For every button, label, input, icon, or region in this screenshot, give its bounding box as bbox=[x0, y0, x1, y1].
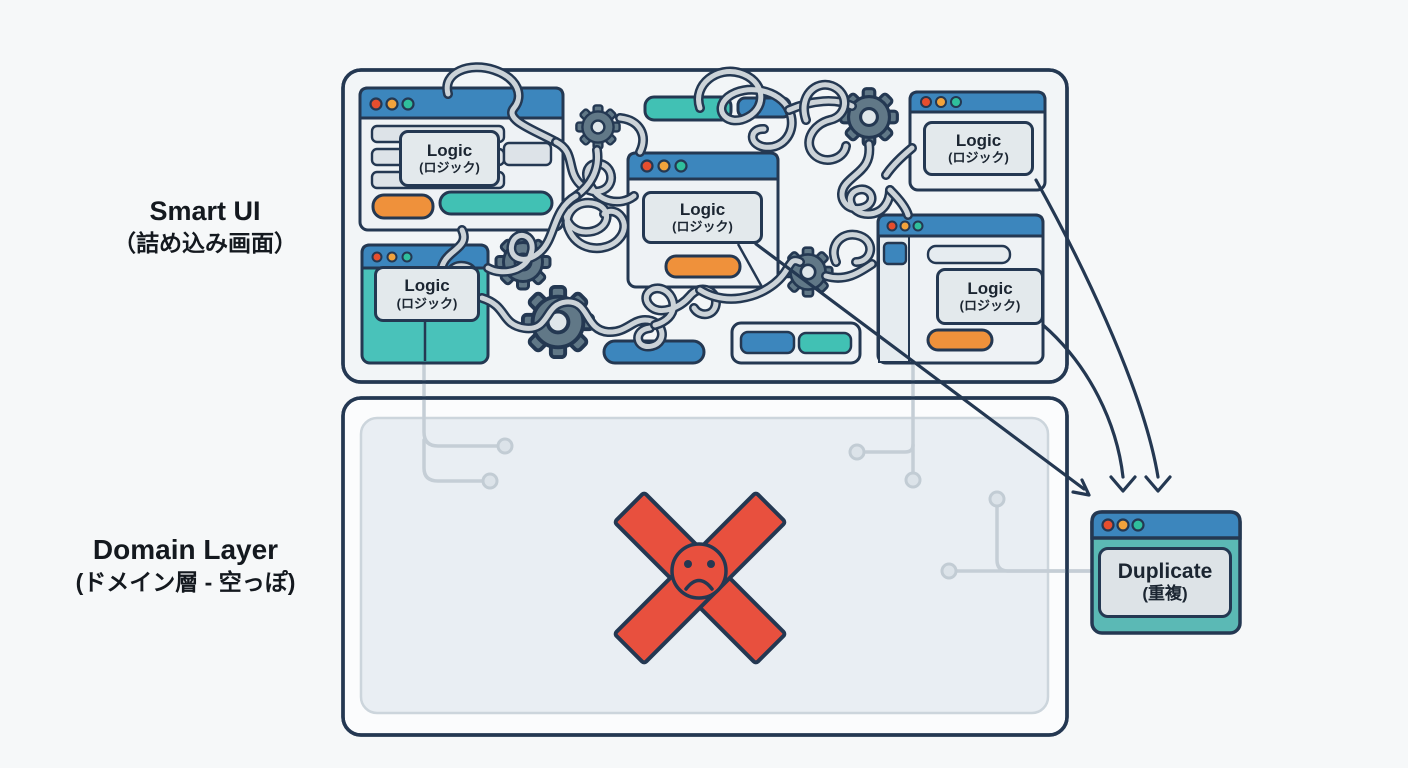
x-mark-icon bbox=[613, 491, 787, 665]
arrowhead bbox=[1109, 475, 1137, 493]
window-traffic-dots bbox=[640, 159, 688, 173]
logic-subtitle: (ロジック) bbox=[959, 298, 1021, 314]
logic-title: Logic bbox=[955, 130, 1002, 150]
gear-icon bbox=[520, 284, 596, 360]
domain-layer-subtitle: (ドメイン層 - 空っぽ) bbox=[75, 569, 296, 596]
floating-widgets bbox=[602, 95, 862, 365]
logic-subtitle: (ロジック) bbox=[419, 160, 480, 176]
button-pill-orange bbox=[371, 193, 435, 220]
window-traffic-dots bbox=[920, 96, 962, 108]
smart-ui-label: Smart UI （詰め込み画面） bbox=[55, 194, 355, 259]
dependency-arrow bbox=[1041, 323, 1125, 479]
logic-title: Logic bbox=[967, 278, 1013, 298]
trace-node bbox=[481, 472, 499, 490]
trace-node bbox=[904, 471, 922, 489]
trace-node bbox=[988, 490, 1006, 508]
arrowhead bbox=[1144, 475, 1172, 493]
duplicate-label-box: Duplicate (重複) bbox=[1098, 547, 1232, 618]
input-bar bbox=[926, 244, 1012, 265]
logic-label-box: Logic (ロジック) bbox=[399, 130, 500, 187]
callout-tail bbox=[736, 243, 764, 288]
window-titlebar bbox=[626, 151, 780, 181]
logic-title: Logic bbox=[679, 199, 726, 219]
smart-ui-title: Smart UI bbox=[149, 196, 261, 226]
trace-node bbox=[848, 443, 866, 461]
logic-subtitle: (ロジック) bbox=[672, 219, 733, 235]
arrowhead bbox=[1071, 478, 1091, 497]
logic-label-box: Logic (ロジック) bbox=[374, 266, 480, 322]
container-borders bbox=[341, 68, 1069, 737]
window-titlebar bbox=[1090, 510, 1242, 540]
button-pill-teal bbox=[643, 95, 733, 122]
gear-icon bbox=[575, 104, 621, 150]
button-group bbox=[730, 321, 862, 365]
duplicate-title: Duplicate bbox=[1117, 560, 1213, 584]
logic-subtitle: (ロジック) bbox=[396, 295, 458, 311]
logic-label-box: Logic (ロジック) bbox=[923, 121, 1034, 176]
dependency-arrow bbox=[1034, 178, 1160, 479]
duplicate-subtitle: (重複) bbox=[1142, 584, 1188, 604]
button-pill-teal bbox=[438, 190, 554, 216]
sidebar-tile bbox=[882, 241, 908, 266]
sad-face-icon bbox=[670, 542, 728, 600]
dependency-arrow bbox=[754, 242, 1086, 491]
trace-node bbox=[496, 437, 514, 455]
button-pill-orange bbox=[926, 328, 994, 352]
logic-label-box: Logic (ロジック) bbox=[936, 268, 1044, 325]
window-traffic-dots bbox=[369, 97, 415, 111]
window-traffic-dots bbox=[1101, 518, 1145, 532]
trace-node bbox=[940, 562, 958, 580]
window-traffic-dots bbox=[886, 220, 924, 232]
smart-ui-subtitle: （詰め込み画面） bbox=[113, 230, 297, 257]
logic-title: Logic bbox=[404, 276, 450, 296]
domain-layer-label: Domain Layer (ドメイン層 - 空っぽ) bbox=[28, 532, 343, 598]
logic-label-box: Logic (ロジック) bbox=[642, 191, 763, 244]
domain-layer-title: Domain Layer bbox=[92, 534, 279, 565]
dependency-arrows bbox=[754, 178, 1172, 497]
logic-subtitle: (ロジック) bbox=[948, 150, 1009, 166]
gear-icon bbox=[839, 87, 899, 147]
window-traffic-dots bbox=[371, 251, 413, 263]
logic-title: Logic bbox=[426, 140, 473, 160]
button-pill-orange bbox=[664, 254, 742, 279]
